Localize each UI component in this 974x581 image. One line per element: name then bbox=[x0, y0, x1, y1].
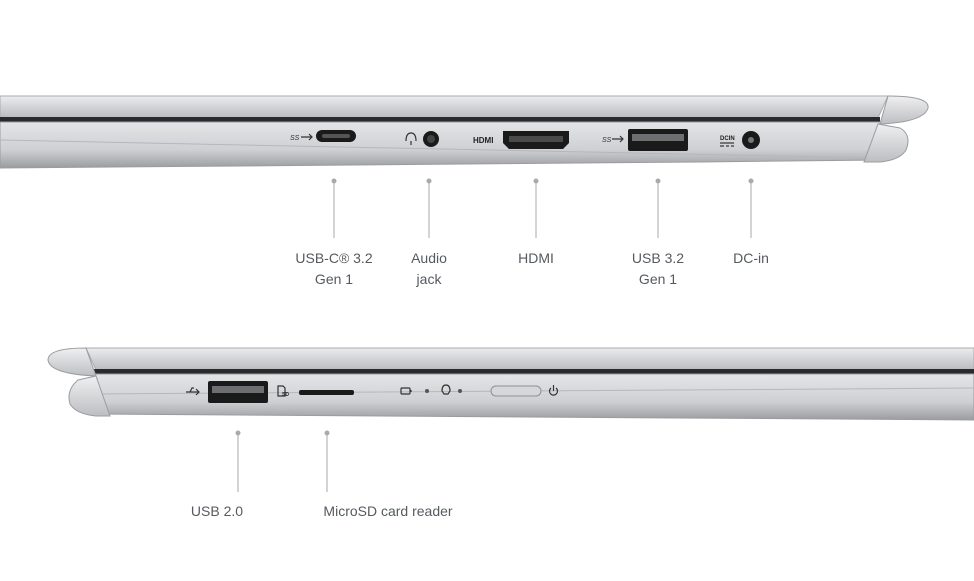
bottom-lid-gasket bbox=[94, 369, 974, 374]
label-microsd: MicroSD card reader bbox=[323, 503, 453, 519]
top-lid bbox=[0, 95, 889, 119]
indicator-led bbox=[425, 389, 429, 393]
bottom-leaders bbox=[235, 430, 330, 492]
top-lid-gasket bbox=[0, 117, 880, 122]
label-dc-in: DC-in bbox=[733, 250, 769, 266]
svg-text:SS: SS bbox=[602, 137, 612, 144]
microsd-slot bbox=[299, 390, 354, 395]
dc-in-icon bbox=[720, 142, 734, 147]
headset-icon bbox=[405, 132, 417, 145]
label-usb-2: USB 2.0 bbox=[190, 503, 244, 519]
hdmi-printed-text: HDMI bbox=[473, 136, 493, 145]
label-hdmi: HDMI bbox=[518, 250, 554, 266]
top-hinge-lower bbox=[863, 123, 909, 163]
power-icon bbox=[548, 385, 559, 396]
power-button bbox=[490, 385, 542, 397]
superspeed-usb-icon: SS bbox=[290, 133, 313, 142]
bottom-laptop bbox=[47, 347, 974, 421]
label-usb-3-2: USB 3.2 Gen 1 bbox=[631, 250, 685, 287]
svg-text:SS: SS bbox=[290, 135, 300, 142]
usb-icon bbox=[186, 387, 200, 396]
sd-printed-text: SD bbox=[282, 392, 289, 398]
battery-icon bbox=[400, 387, 412, 395]
label-usb-c: USB-C® 3.2 Gen 1 bbox=[295, 250, 373, 287]
top-leaders bbox=[331, 178, 754, 238]
bottom-lid bbox=[85, 347, 974, 371]
top-hinge bbox=[879, 95, 929, 125]
light-bulb-icon bbox=[441, 384, 451, 395]
bottom-hinge bbox=[47, 347, 97, 377]
indicator-led bbox=[458, 389, 462, 393]
dcin-printed-text: DCIN bbox=[720, 136, 735, 142]
sd-card-icon bbox=[277, 385, 286, 397]
bottom-hinge-lower bbox=[68, 375, 111, 417]
top-laptop bbox=[0, 95, 929, 169]
label-audio-jack: Audio jack bbox=[411, 250, 447, 287]
superspeed-usb-icon: SS bbox=[602, 135, 624, 144]
